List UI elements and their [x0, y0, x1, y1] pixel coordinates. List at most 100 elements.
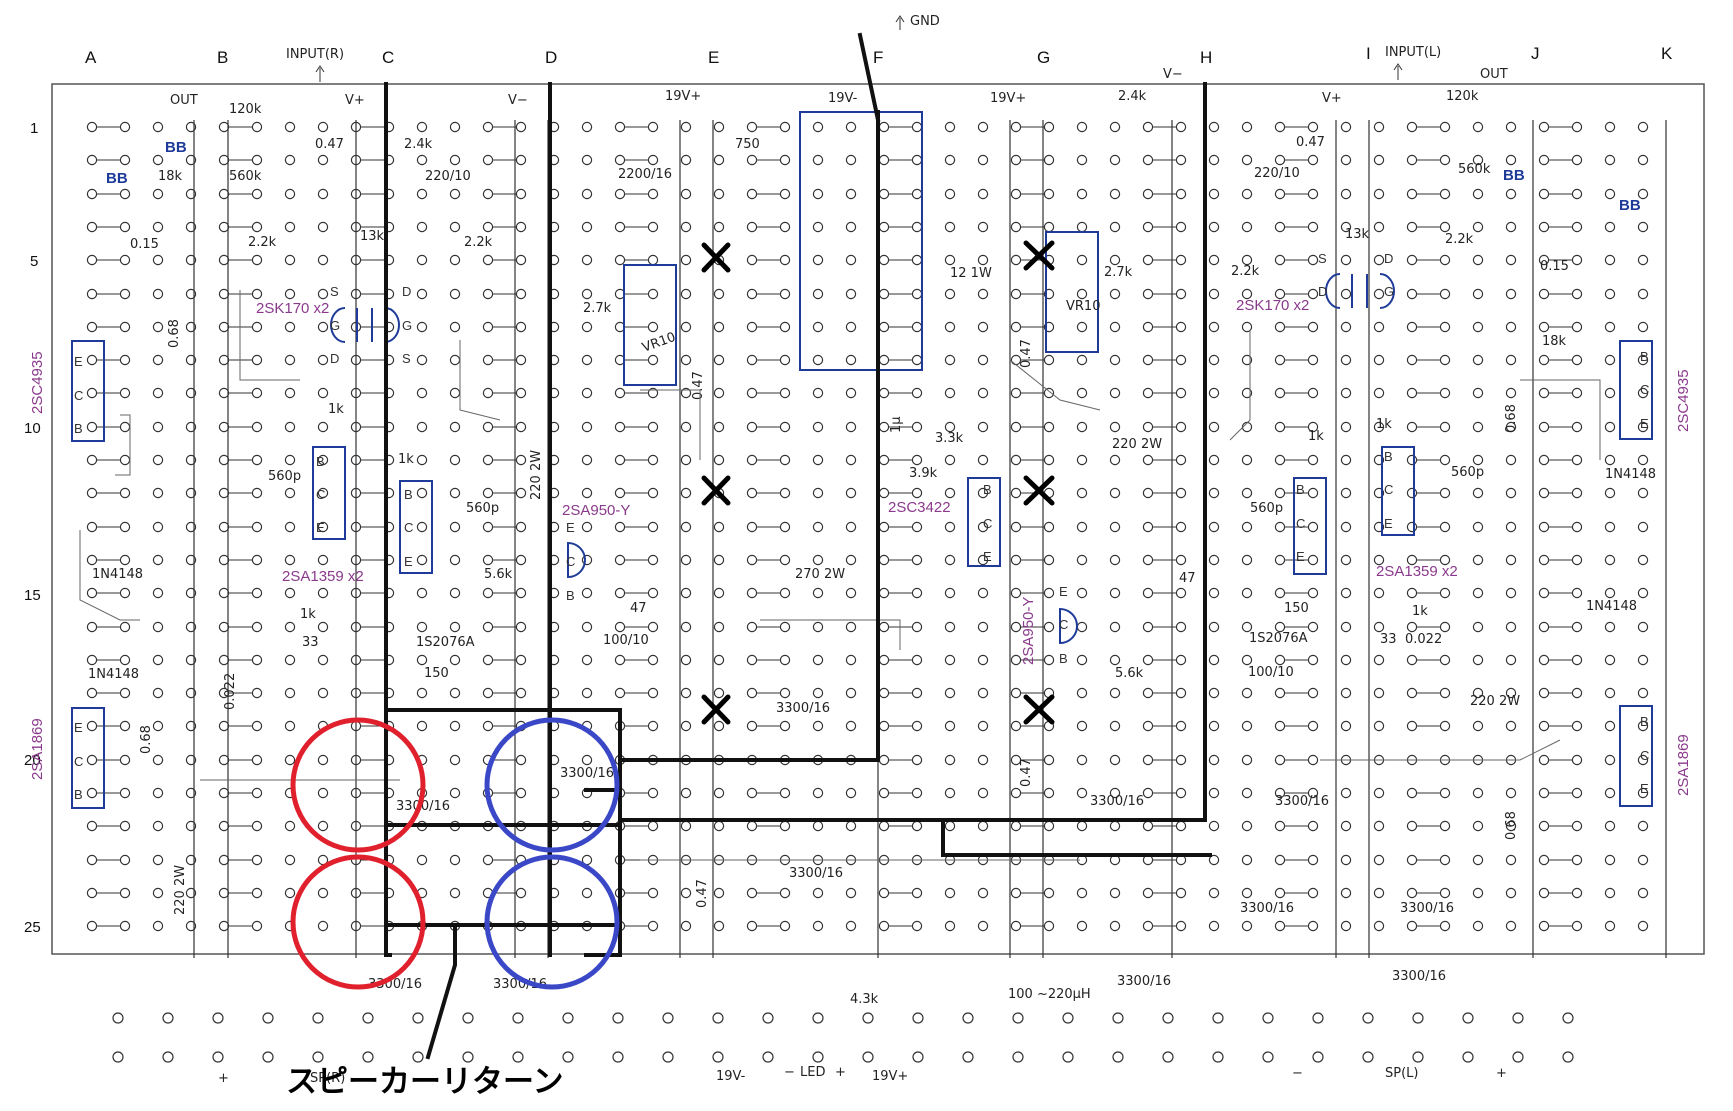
pad: [1109, 387, 1121, 399]
pad: [1406, 720, 1418, 732]
pad: [581, 421, 593, 433]
val-220-2w-b: 220 2W: [1112, 437, 1162, 452]
col-label-e: E: [708, 48, 719, 67]
val-1k-f: 1k: [1412, 604, 1428, 619]
pad: [1010, 321, 1022, 333]
pad: [1373, 221, 1385, 233]
pad: [449, 887, 461, 899]
pad: [1505, 254, 1517, 266]
pad: [1340, 720, 1352, 732]
pad: [581, 621, 593, 633]
pad: [911, 820, 923, 832]
pad: [152, 754, 164, 766]
pad: [1604, 920, 1616, 932]
pad: [1043, 154, 1055, 166]
q-2sk170-l-pair: [1325, 273, 1395, 309]
pad: [119, 288, 131, 300]
pad: [1307, 554, 1319, 566]
pad: [1472, 854, 1484, 866]
pad: [482, 687, 494, 699]
val-015-l: 0.15: [1540, 259, 1569, 274]
pad: [317, 454, 329, 466]
pad: [1142, 887, 1154, 899]
val-inductor: 100 ~220μH: [1008, 987, 1091, 1002]
pad: [1274, 654, 1286, 666]
pad: [515, 354, 527, 366]
pad: [1175, 554, 1187, 566]
pad: [779, 521, 791, 533]
pad: [779, 920, 791, 932]
pad: [1208, 387, 1220, 399]
pad: [1604, 554, 1616, 566]
pad: [119, 654, 131, 666]
pad: [482, 387, 494, 399]
pad: [185, 687, 197, 699]
pad: [284, 421, 296, 433]
pad: [416, 487, 428, 499]
pad: [911, 387, 923, 399]
pad: [1373, 787, 1385, 799]
pad-grid: [86, 121, 1649, 1063]
pad: [1538, 621, 1550, 633]
pad: [251, 487, 263, 499]
pad: [680, 587, 692, 599]
val-015-r: 0.15: [130, 237, 159, 252]
pad: [1274, 154, 1286, 166]
pad: [1043, 920, 1055, 932]
pin-letter: G: [330, 318, 340, 333]
pad: [1208, 288, 1220, 300]
pad: [152, 920, 164, 932]
pad: [1538, 820, 1550, 832]
col-label-f: F: [873, 48, 883, 67]
pad: [317, 221, 329, 233]
col-label-j: J: [1531, 44, 1540, 63]
pad: [845, 554, 857, 566]
pad: [1505, 354, 1517, 366]
pad: [1373, 654, 1385, 666]
pad: [1208, 487, 1220, 499]
pad: [1604, 887, 1616, 899]
pad: [1571, 487, 1583, 499]
val-56k-r: 5.6k: [484, 567, 513, 582]
pad: [944, 321, 956, 333]
label-vr10-r: VR10: [640, 330, 678, 356]
pad: [1010, 521, 1022, 533]
pad: [713, 354, 725, 366]
pad: [845, 387, 857, 399]
q-2sa950-r-body: [567, 541, 586, 579]
pad: [515, 587, 527, 599]
pad: [1109, 687, 1121, 699]
pad: [1373, 354, 1385, 366]
pad: [1274, 454, 1286, 466]
pad: [449, 554, 461, 566]
pad: [1538, 521, 1550, 533]
pad: [1472, 188, 1484, 200]
q-2sa1359-l2-box: [1381, 446, 1415, 536]
pad: [977, 354, 989, 366]
pad: [185, 554, 197, 566]
pad: [647, 587, 659, 599]
pad: [86, 920, 98, 932]
pad: [845, 454, 857, 466]
pad: [1241, 254, 1253, 266]
pad: [86, 521, 98, 533]
val-047-a: 0.47: [691, 371, 706, 400]
pad: [515, 454, 527, 466]
connector-pad: [712, 1051, 724, 1063]
pad: [1241, 754, 1253, 766]
pad: [119, 221, 131, 233]
val-3300-b: 3300/16: [396, 799, 450, 814]
pad: [944, 454, 956, 466]
label-led-plus: +: [835, 1065, 846, 1080]
pad: [185, 754, 197, 766]
pad: [1076, 621, 1088, 633]
connector-pad: [312, 1012, 324, 1024]
pad: [1076, 354, 1088, 366]
pad: [878, 754, 890, 766]
pad: [449, 354, 461, 366]
pad: [1538, 554, 1550, 566]
pad: [878, 188, 890, 200]
pad: [317, 787, 329, 799]
val-220-2w-a: 220 2W: [529, 450, 544, 500]
